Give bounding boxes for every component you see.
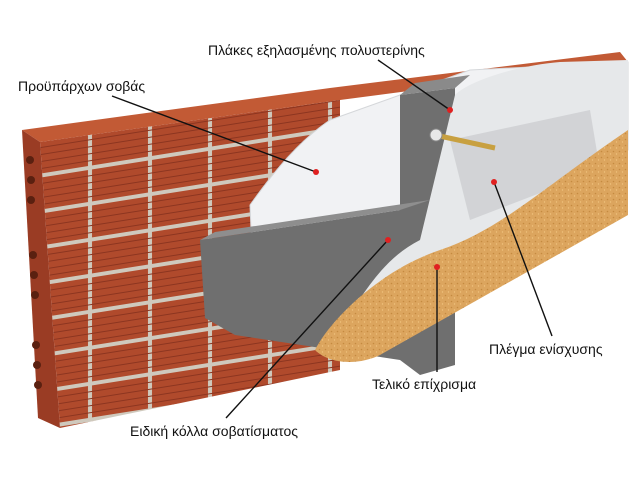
final-plaster-layer: [315, 130, 628, 362]
insulation-board-edge: [400, 75, 470, 95]
label-special-adhesive: Ειδική κόλλα σοβατίσματος: [130, 423, 299, 439]
anchor-dowel: [429, 128, 496, 151]
brick-end-face: [22, 130, 60, 428]
brick-holes: [26, 156, 42, 389]
label-existing-plaster: Προϋπάρχων σοβάς: [18, 78, 146, 94]
insulation-board-shadow: [200, 200, 430, 240]
label-xps-boards: Πλάκες εξηλασμένης πολυστερίνης: [208, 42, 425, 58]
brick-wall: [40, 100, 340, 428]
reinforcement-mesh: [450, 110, 600, 220]
marker-dots: [313, 107, 497, 270]
leader-lines: [111, 59, 553, 419]
label-final-coating: Τελικό επίχρισμα: [372, 376, 477, 392]
label-reinforcement-mesh: Πλέγμα ενίσχυσης: [489, 341, 603, 357]
